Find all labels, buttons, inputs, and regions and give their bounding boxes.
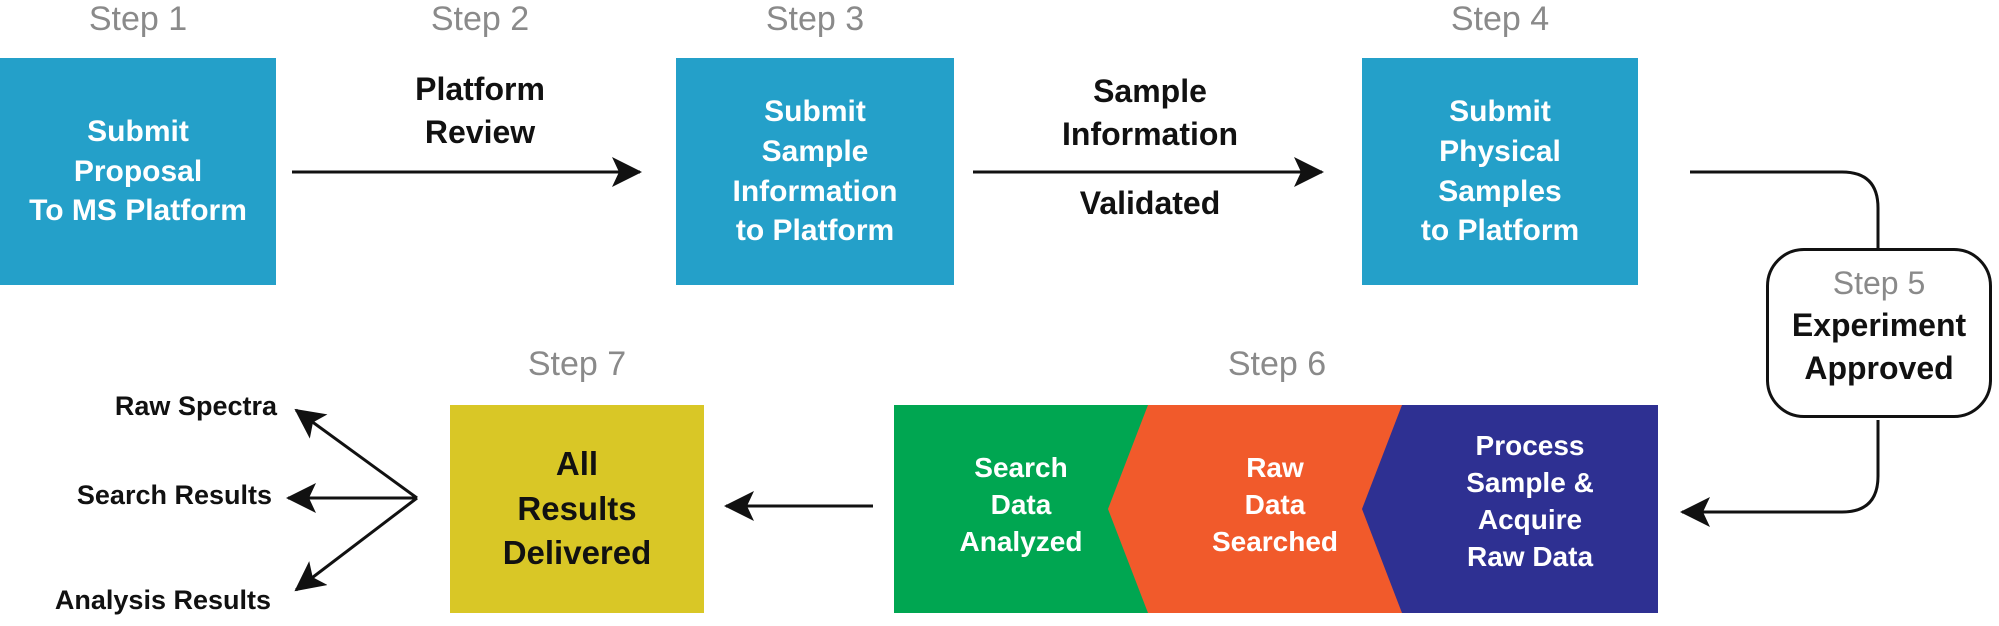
- step6-segment-process: [1362, 405, 1658, 613]
- step6-process-text: Process Sample & Acquire Raw Data: [1466, 430, 1594, 572]
- step6-search-text: Search Data Analyzed: [959, 452, 1083, 557]
- step6-segment-raw: [1108, 405, 1420, 613]
- step4-box: Submit Physical Samples to Platform: [1362, 58, 1638, 285]
- validated-text: Validated: [1079, 185, 1221, 221]
- step1-label: Step 1: [88, 0, 188, 38]
- step5-box: Step 5 Experiment Approved: [1766, 248, 1992, 418]
- arrow-to-raw-spectra: [294, 408, 418, 500]
- step7-label: Step 7: [527, 345, 627, 383]
- output-analysis-results: Analysis Results: [54, 585, 271, 615]
- sample-information-text: Sample Information: [1062, 73, 1238, 153]
- step1-box: Submit Proposal To MS Platform: [0, 58, 276, 285]
- step7-box: All Results Delivered: [450, 405, 704, 613]
- step5-text: Experiment Approved: [1791, 307, 1967, 387]
- connector-step4-to-step5: [1690, 170, 1880, 248]
- step4-label: Step 4: [1450, 0, 1550, 38]
- step2-label: Step 2: [430, 0, 530, 38]
- output-search-results: Search Results: [76, 480, 272, 510]
- step3-box: Submit Sample Information to Platform: [676, 58, 954, 285]
- step2-text: Platform Review: [415, 71, 545, 151]
- step5-label: Step 5: [1832, 265, 1926, 301]
- step6-raw-text: Raw Data Searched: [1211, 452, 1339, 557]
- arrow-to-analysis-results: [294, 496, 418, 592]
- step6-label: Step 6: [1227, 345, 1327, 383]
- step3-label: Step 3: [765, 0, 865, 38]
- arrow-step5-to-step6: [1680, 420, 1880, 527]
- output-raw-spectra: Raw Spectra: [114, 391, 277, 421]
